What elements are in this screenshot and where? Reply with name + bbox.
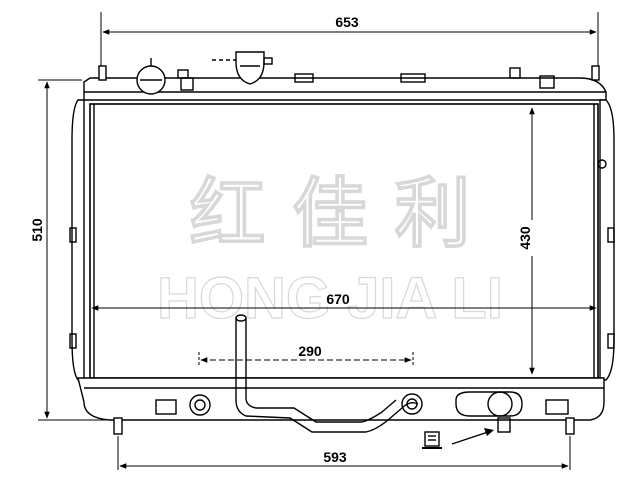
- core-width-dimension: 670: [91, 291, 597, 311]
- core-height-label: 430: [517, 226, 533, 250]
- overall-height-dimension: 510: [29, 79, 112, 421]
- core-height-dimension: 430: [516, 107, 535, 375]
- drain-arrow-icon: [484, 428, 494, 436]
- watermark-chinese: 红 佳 利: [190, 169, 471, 258]
- radiator-body: [69, 51, 615, 449]
- top-width-dimension: 653: [100, 12, 599, 66]
- top-width-label: 653: [335, 14, 359, 30]
- mount-spacing-dimension: 593: [117, 436, 571, 470]
- mount-spacing-label: 593: [323, 449, 347, 465]
- inner-span-label: 290: [298, 343, 322, 359]
- oil-cooler-pipe: [235, 314, 423, 433]
- core-width-label: 670: [326, 291, 350, 307]
- watermark: 红 佳 利 HONG JIA LI: [156, 168, 503, 331]
- overall-height-label: 510: [29, 218, 45, 242]
- inner-span-dimension: 290: [198, 343, 414, 366]
